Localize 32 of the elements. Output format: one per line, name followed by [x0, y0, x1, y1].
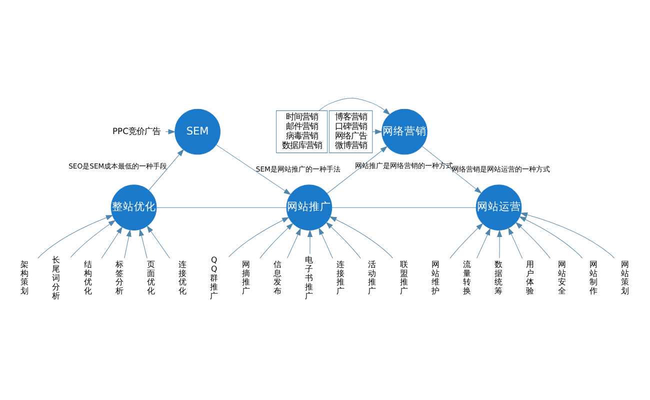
arrow — [307, 229, 313, 254]
node-circle: 整站优化 — [110, 184, 157, 230]
arrow — [70, 219, 116, 258]
arrow — [146, 224, 170, 258]
arrow — [38, 214, 114, 258]
arrow — [260, 222, 294, 258]
arrow — [476, 227, 491, 258]
node-circle: SEM — [174, 108, 220, 154]
arrow — [326, 221, 361, 258]
arrow — [318, 97, 390, 115]
arrow — [124, 228, 132, 258]
arrow — [329, 216, 393, 258]
arrow — [139, 228, 148, 258]
arrow — [286, 227, 301, 258]
arrow — [515, 221, 550, 258]
arrow — [422, 145, 482, 194]
node-box: 博客营销 口碑营销 网络广告 微博营销 — [328, 110, 373, 153]
arrow — [326, 146, 388, 194]
arrow — [101, 226, 123, 258]
arrow — [228, 216, 290, 257]
arrow — [496, 229, 502, 258]
arrow — [216, 144, 292, 194]
arrow — [508, 226, 523, 258]
arrow — [518, 216, 583, 258]
node-box: 时间营销 邮件营销 病毒营销 数据库营销 — [276, 110, 328, 153]
arrow — [450, 222, 484, 258]
connector — [332, 206, 476, 208]
arrow — [318, 226, 333, 258]
arrow — [148, 148, 184, 190]
connector — [156, 206, 287, 208]
arrow — [520, 212, 615, 258]
node-text: PPC竞价广告 — [112, 125, 160, 136]
